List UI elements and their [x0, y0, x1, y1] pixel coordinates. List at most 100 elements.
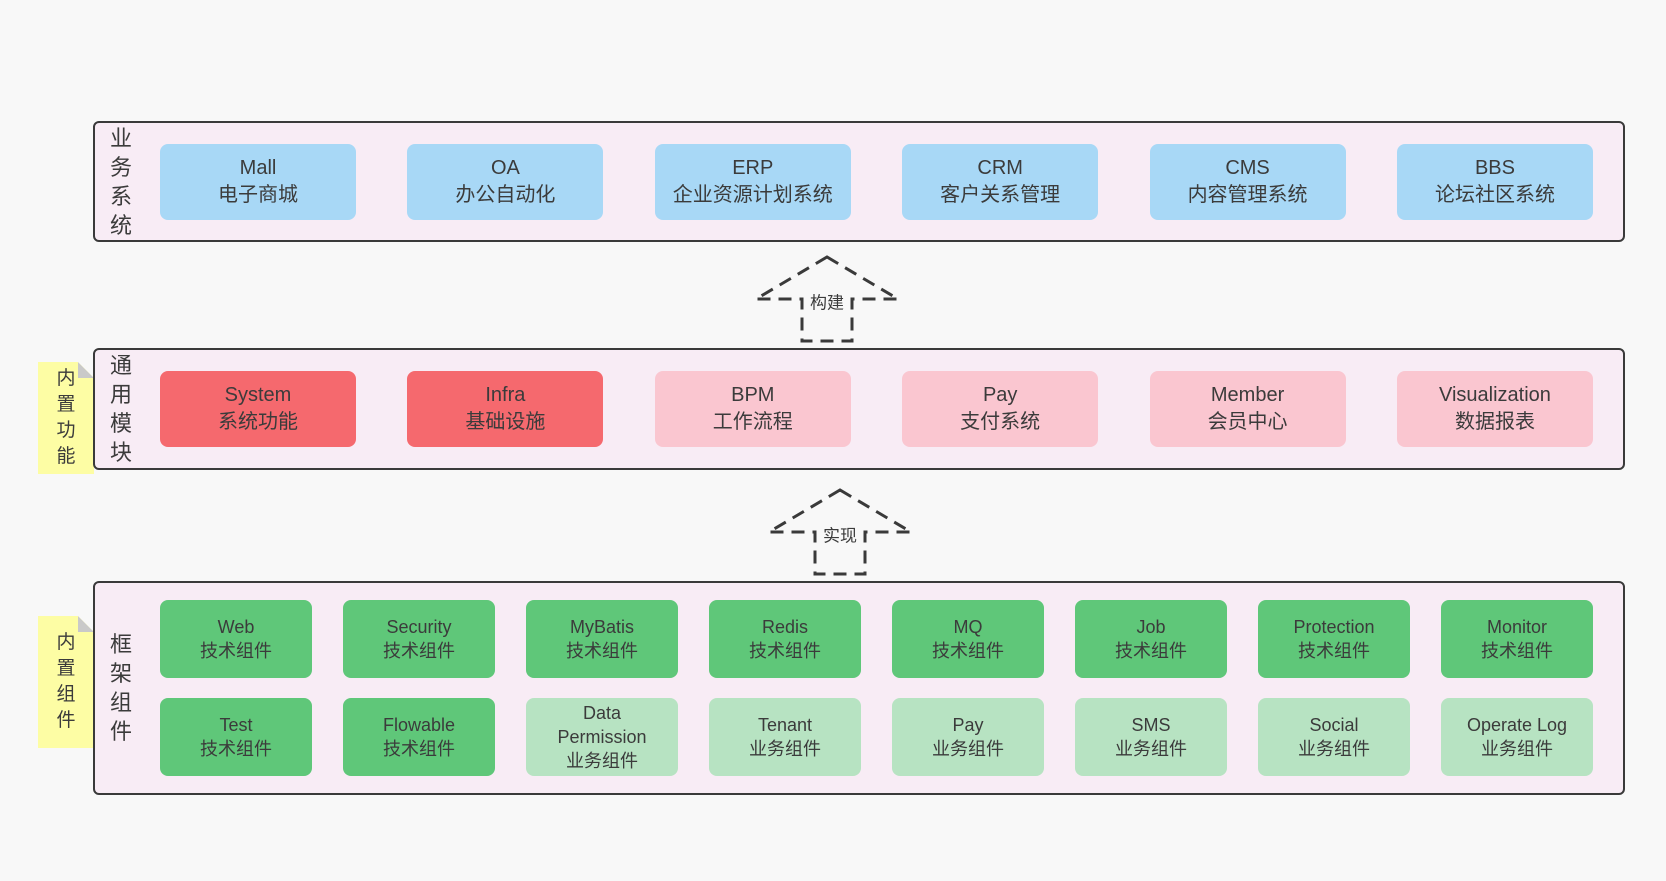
arrow-label: 构建: [806, 287, 848, 315]
box-monitor: Monitor 技术组件: [1441, 600, 1593, 678]
box-title: Operate Log: [1466, 715, 1568, 735]
band-framework-components: 框架组件 Web 技术组件 Security 技术组件 MyBatis 技术组件…: [93, 581, 1625, 795]
box-subtitle: 客户关系管理: [940, 183, 1061, 206]
box-subtitle: 内容管理系统: [1187, 183, 1308, 206]
box-web: Web 技术组件: [160, 600, 312, 678]
band-label: 框架组件: [109, 632, 132, 744]
box-subtitle: 技术组件: [1481, 641, 1553, 661]
sticky-note-label: 内置功能: [56, 368, 76, 467]
box-member: Member 会员中心: [1149, 371, 1346, 447]
components-rows: Web 技术组件 Security 技术组件 MyBatis 技术组件 Redi…: [134, 600, 1623, 776]
box-mybatis: MyBatis 技术组件: [526, 600, 678, 678]
up-arrow-icon: [752, 255, 902, 343]
arrow-implement: 实现: [765, 486, 915, 578]
box-subtitle: 技术组件: [200, 641, 272, 661]
box-bpm: BPM 工作流程: [654, 371, 851, 447]
box-title: Tenant: [757, 715, 813, 735]
sticky-note-builtin-components: 内置组件: [38, 616, 94, 748]
box-subtitle: 业务组件: [1115, 739, 1187, 759]
modules-box-row: System 系统功能 Infra 基础设施 BPM 工作流程 Pay 支付系统…: [134, 371, 1623, 447]
box-title: BBS: [1474, 156, 1515, 179]
components-box-row-1: Web 技术组件 Security 技术组件 MyBatis 技术组件 Redi…: [134, 600, 1623, 678]
box-subtitle: 技术组件: [383, 739, 455, 759]
box-title: ERP: [732, 156, 774, 179]
business-box-row: Mall 电子商城 OA 办公自动化 ERP 企业资源计划系统 CRM 客户关系…: [134, 143, 1623, 220]
box-subtitle: 企业资源计划系统: [672, 183, 833, 206]
box-job: Job 技术组件: [1075, 600, 1227, 678]
up-arrow-icon: [765, 488, 915, 576]
box-subtitle: 业务组件: [749, 739, 821, 759]
box-title: Test: [219, 715, 253, 735]
box-mq: MQ 技术组件: [892, 600, 1044, 678]
box-title: Monitor: [1486, 617, 1548, 637]
box-crm: CRM 客户关系管理: [902, 143, 1099, 220]
box-subtitle: 技术组件: [749, 641, 821, 661]
box-subtitle: 支付系统: [960, 411, 1041, 433]
box-title: MQ: [953, 617, 983, 637]
band-common-modules: 通用模块 System 系统功能 Infra 基础设施 BPM 工作流程 Pay…: [93, 348, 1625, 470]
box-oa: OA 办公自动化: [407, 143, 604, 220]
box-subtitle: 技术组件: [932, 641, 1004, 661]
box-title: Flowable: [382, 715, 456, 735]
box-subtitle: 业务组件: [1481, 739, 1553, 759]
box-title: Security: [386, 617, 452, 637]
box-security: Security 技术组件: [343, 600, 495, 678]
arrow-label: 实现: [819, 520, 861, 548]
box-subtitle: 电子商城: [218, 183, 298, 206]
box-visualization: Visualization 数据报表: [1396, 371, 1593, 447]
sticky-note-label: 内置组件: [56, 632, 76, 731]
box-cms: CMS 内容管理系统: [1149, 143, 1346, 220]
box-subtitle: 论坛社区系统: [1434, 183, 1555, 206]
box-title: Protection: [1293, 617, 1375, 637]
box-subtitle: 技术组件: [1115, 641, 1187, 661]
box-title: System: [224, 384, 292, 406]
box-title: Pay: [952, 715, 984, 735]
box-subtitle: 系统功能: [218, 411, 298, 433]
box-test: Test 技术组件: [160, 698, 312, 776]
box-operate-log: Operate Log 业务组件: [1441, 698, 1593, 776]
box-mall: Mall 电子商城: [160, 143, 356, 220]
box-subtitle: 数据报表: [1454, 411, 1535, 433]
box-subtitle: 业务组件: [932, 739, 1004, 759]
box-title: CMS: [1225, 156, 1270, 179]
box-title: MyBatis: [569, 617, 634, 637]
box-subtitle: 技术组件: [383, 641, 455, 661]
box-subtitle: 技术组件: [200, 739, 272, 759]
box-tenant: Tenant 业务组件: [709, 698, 861, 776]
box-subtitle: 业务组件: [566, 751, 638, 771]
box-subtitle: 基础设施: [465, 411, 546, 433]
box-data-permission: Data Permission 业务组件: [526, 698, 678, 776]
box-title: Mall: [239, 156, 277, 179]
box-flowable: Flowable 技术组件: [343, 698, 495, 776]
box-title: Web: [217, 617, 255, 637]
box-subtitle: 业务组件: [1298, 739, 1370, 759]
box-system: System 系统功能: [160, 371, 356, 447]
box-subtitle: 技术组件: [566, 641, 638, 661]
box-infra: Infra 基础设施: [407, 371, 604, 447]
components-box-row-2: Test 技术组件 Flowable 技术组件 Data Permission …: [134, 698, 1623, 776]
band-label: 业务系统: [109, 125, 132, 238]
box-title: Data Permission: [557, 703, 647, 747]
box-title: CRM: [977, 156, 1023, 179]
box-title: Pay: [982, 384, 1018, 406]
box-erp: ERP 企业资源计划系统: [654, 143, 851, 220]
arrow-build: 构建: [752, 253, 902, 345]
box-title: Infra: [485, 384, 526, 406]
box-sms: SMS 业务组件: [1075, 698, 1227, 776]
box-redis: Redis 技术组件: [709, 600, 861, 678]
band-label: 通用模块: [109, 353, 132, 465]
box-bbs: BBS 论坛社区系统: [1396, 143, 1593, 220]
box-title: BPM: [731, 384, 775, 406]
band-business-systems: 业务系统 Mall 电子商城 OA 办公自动化 ERP 企业资源计划系统 CRM…: [93, 121, 1625, 242]
box-pay-biz: Pay 业务组件: [892, 698, 1044, 776]
box-title: OA: [490, 156, 520, 179]
box-title: Visualization: [1438, 384, 1551, 406]
box-pay: Pay 支付系统: [902, 371, 1099, 447]
box-title: Redis: [761, 617, 809, 637]
box-title: Social: [1309, 715, 1359, 735]
box-subtitle: 会员中心: [1207, 411, 1288, 433]
box-protection: Protection 技术组件: [1258, 600, 1410, 678]
sticky-note-builtin-features: 内置功能: [38, 362, 94, 474]
box-subtitle: 技术组件: [1298, 641, 1370, 661]
box-title: SMS: [1131, 715, 1171, 735]
